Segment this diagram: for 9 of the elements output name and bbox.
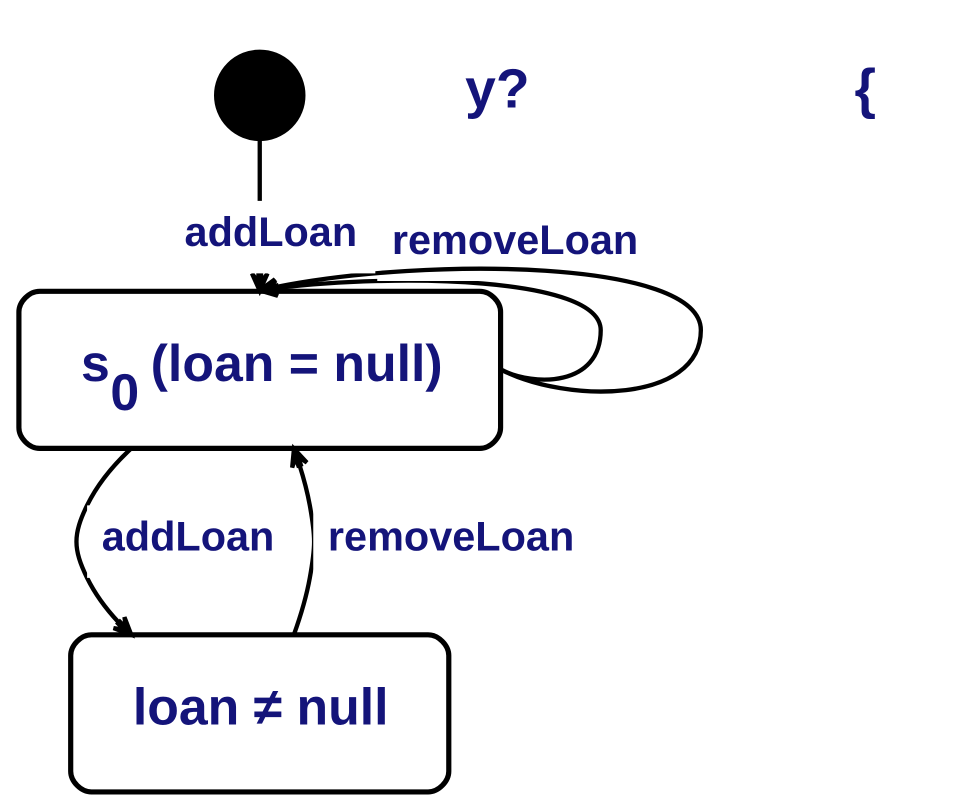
node-box: loan ≠ null — [68, 632, 451, 795]
edge-label: addLoan — [184, 208, 357, 256]
label: y? — [464, 58, 530, 120]
edge-label: removeLoan — [327, 512, 574, 560]
label: { — [854, 58, 876, 120]
arrow — [290, 446, 316, 636]
edge-label: addLoan — [101, 512, 274, 560]
node-circle — [214, 50, 305, 142]
edge-label: removeLoan — [391, 216, 638, 263]
